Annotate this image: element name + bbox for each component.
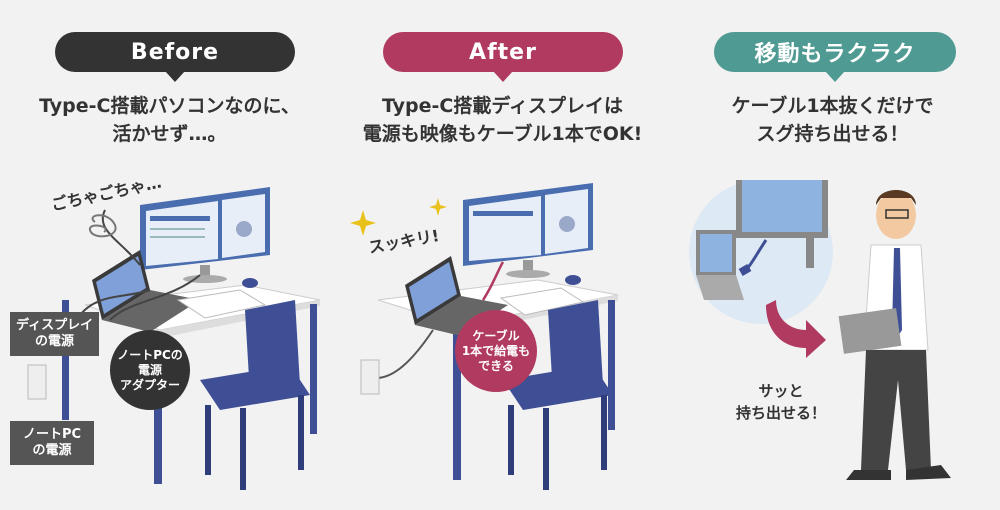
display-power-line-1: ディスプレイ <box>16 318 94 333</box>
cable-bubble-line-1: ケーブル <box>472 328 520 343</box>
usb-c-plug-icon <box>738 264 752 276</box>
screen-line <box>150 216 210 221</box>
display-power-label: ディスプレイ の電源 <box>10 312 100 356</box>
screen-pie <box>236 221 252 237</box>
glasses-icon <box>885 209 909 219</box>
power-cable <box>372 329 434 380</box>
cable-bubble: ケーブル 1本で給電も できる <box>455 310 537 392</box>
move-panel: 移動もラクラク ケーブル1本抜くだけで スグ持ち出せる！ サッと 持ち出せる！ <box>666 0 999 510</box>
quick-line-1: サッと <box>758 382 804 400</box>
chair-leg <box>601 395 607 470</box>
display-power-line-2: の電源 <box>35 334 75 349</box>
screen-line <box>150 228 205 230</box>
person-pants <box>861 350 931 470</box>
before-desc-line-2: 活かせず…。 <box>112 123 227 145</box>
after-desc-line-1: Type-C搭載ディスプレイは <box>381 95 624 117</box>
sparkle-icon <box>350 210 376 236</box>
screen-pie <box>559 216 575 232</box>
adapter-line-3: アダプター <box>119 377 180 392</box>
monitor-stand <box>200 265 210 277</box>
monitor-screen-left <box>469 196 541 261</box>
usb-c-cable <box>481 261 505 301</box>
chair-leg <box>298 395 304 470</box>
after-panel: After Type-C搭載ディスプレイは 電源も映像もケーブル1本でOK! <box>333 0 666 510</box>
laptop-screen <box>96 256 146 314</box>
monitor-zoom-screen <box>742 180 822 232</box>
person-shoe <box>846 470 891 480</box>
cable-bubble-line-3: できる <box>478 358 514 373</box>
laptop-base <box>415 296 508 336</box>
arrow-icon <box>766 300 826 358</box>
keyboard <box>499 287 585 316</box>
move-illustration <box>689 180 951 480</box>
monitor-screen-left <box>146 201 218 266</box>
person-shoe <box>906 465 951 480</box>
desk-leg <box>608 300 615 430</box>
monitor-base <box>183 275 227 283</box>
laptop-zoom-base <box>696 275 744 300</box>
quick-line-2: 持ち出せる！ <box>736 404 827 422</box>
wall-outlet-icon <box>360 359 380 395</box>
move-desc-line-2: スグ持ち出せる！ <box>756 123 909 145</box>
chair-leg <box>508 405 514 475</box>
monitor-base <box>506 270 550 278</box>
move-pill: 移動もラクラク <box>714 32 956 82</box>
sparkle-icon <box>429 198 447 216</box>
laptop-zoom-screen <box>700 234 732 272</box>
before-panel: Before Type-C搭載パソコンなのに、 活かせず…。 <box>0 0 333 510</box>
mouse <box>565 275 581 285</box>
chair-leg <box>543 408 549 490</box>
after-illustration <box>350 183 619 490</box>
chair-seat <box>503 365 613 410</box>
move-description: ケーブル1本抜くだけで スグ持ち出せる！ <box>666 92 999 148</box>
after-pill: After <box>383 32 623 82</box>
chair-seat <box>200 365 310 410</box>
monitor-zoom-stand <box>806 238 814 268</box>
move-desc-line-1: ケーブル1本抜くだけで <box>731 95 934 117</box>
adapter-bubble: ノートPCの 電源 アダプター <box>110 330 190 410</box>
before-pill: Before <box>55 32 295 82</box>
chair-leg <box>240 408 246 490</box>
cable-bubble-line-2: 1本で給電も <box>461 343 531 358</box>
desk-leg <box>62 300 69 420</box>
person-head <box>876 191 916 239</box>
keyboard <box>176 289 267 319</box>
chair-leg <box>205 405 211 475</box>
monitor-stand <box>523 260 533 272</box>
screen-line <box>150 236 205 238</box>
carried-laptop <box>838 308 902 354</box>
adapter-line-1: ノートPCの <box>117 347 183 362</box>
laptop-screen <box>409 262 457 319</box>
pc-power-line-1: ノートPC <box>22 427 82 442</box>
wall-outlet-icon <box>27 364 47 400</box>
before-illustration <box>27 187 321 490</box>
after-description: Type-C搭載ディスプレイは 電源も映像もケーブル1本でOK! <box>336 92 669 148</box>
after-desc-line-2: 電源も映像もケーブル1本でOK! <box>362 123 643 145</box>
desk-leg <box>310 304 317 434</box>
quick-text: サッと 持ち出せる！ <box>736 380 826 424</box>
tangle-scribble-icon <box>89 214 117 238</box>
mouse <box>242 278 258 288</box>
pc-power-line-2: の電源 <box>32 443 72 458</box>
before-desc-line-1: Type-C搭載パソコンなのに、 <box>39 95 300 117</box>
adapter-line-2: 電源 <box>137 362 162 377</box>
before-description: Type-C搭載パソコンなのに、 活かせず…。 <box>3 92 336 148</box>
laptop-base <box>102 290 200 332</box>
desk-leg <box>453 330 461 480</box>
pc-power-label: ノートPC の電源 <box>10 421 94 465</box>
screen-line <box>473 211 533 216</box>
person-hair <box>876 190 916 205</box>
